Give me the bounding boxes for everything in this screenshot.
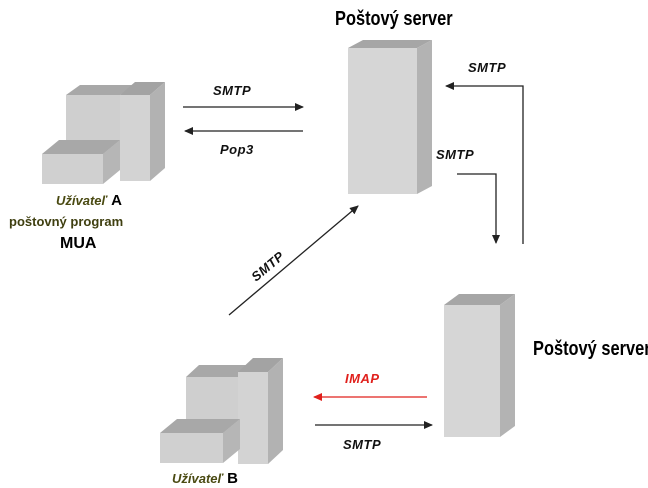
user-b-label: Užívateľ B xyxy=(172,470,238,488)
label-a-to-server-smtp: SMTP xyxy=(213,83,252,98)
arrow-b-to-server1-smtp xyxy=(228,205,359,316)
user-a-program: poštovný program xyxy=(9,214,124,229)
user-a-name: Užívateľ xyxy=(56,193,107,208)
server-title-top: Poštový server xyxy=(335,8,453,30)
user-a-letter: A xyxy=(111,192,122,209)
user-b-letter: B xyxy=(227,470,238,487)
user-a-label: Užívateľ A xyxy=(56,192,122,210)
arrow-server2-to-server1-smtp xyxy=(445,82,524,244)
label-server-to-a-pop3: Pop3 xyxy=(220,142,254,157)
label-server2-to-b-imap: IMAP xyxy=(345,371,380,386)
label-b-to-server1-smtp: SMTP xyxy=(248,248,287,284)
label-server2-to-server1-smtp: SMTP xyxy=(468,60,507,75)
label-server1-to-server2-smtp: SMTP xyxy=(436,147,475,162)
user-a-mua: MUA xyxy=(60,235,97,252)
arrow-server1-to-server2-smtp xyxy=(457,173,500,244)
server-tower-top xyxy=(348,40,432,194)
server-tower-bottom xyxy=(444,294,515,437)
computer-user-b xyxy=(160,358,283,464)
label-b-to-server2-smtp: SMTP xyxy=(343,437,382,452)
server-title-bottom: Poštový server xyxy=(533,338,648,360)
user-b-name: Užívateľ xyxy=(172,471,223,486)
computer-user-a xyxy=(42,82,165,184)
